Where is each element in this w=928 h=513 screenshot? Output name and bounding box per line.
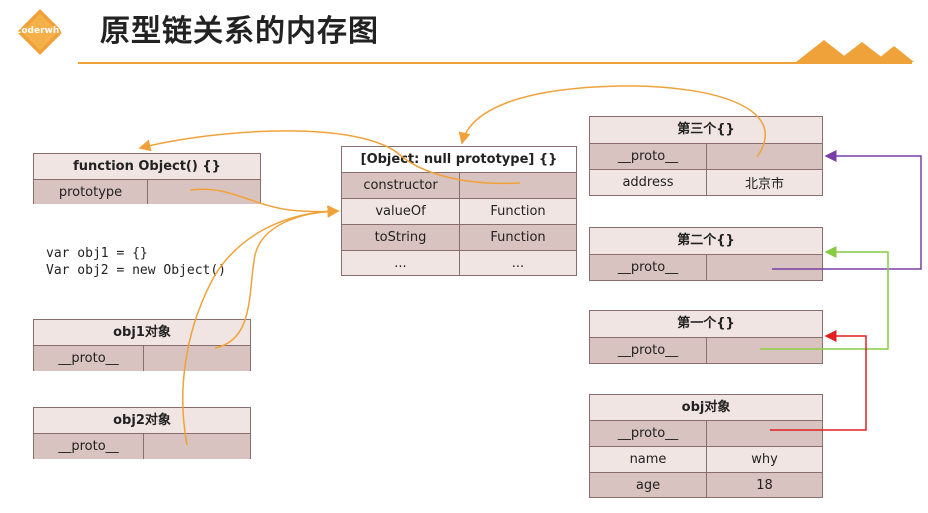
row-value: 18	[756, 477, 773, 493]
mountain-peaks-icon	[796, 40, 914, 62]
row-key: valueOf	[342, 199, 460, 224]
row-key: prototype	[34, 180, 148, 204]
third-object-header: 第三个{}	[590, 117, 822, 144]
valueof-row: valueOf Function	[342, 199, 576, 225]
third-address-row: address 北京市	[590, 170, 822, 195]
first-proto-arrow	[760, 246, 889, 350]
row-value: Function	[490, 204, 546, 219]
row-key: __proto__	[34, 434, 144, 459]
second-object-box: 第二个{} __proto__	[589, 227, 823, 281]
coderwhy-logo: coderwhy	[16, 8, 66, 56]
row-key: ...	[342, 251, 460, 275]
row-key: age	[590, 473, 707, 497]
row-value: why	[751, 452, 778, 467]
obj-box: obj对象 __proto__ name why age 18	[589, 394, 823, 498]
row-key: __proto__	[590, 144, 707, 169]
obj2-box: obj2对象 __proto__	[33, 407, 251, 459]
row-key: constructor	[342, 173, 460, 198]
logo-diamond-icon	[17, 9, 63, 55]
obj1-box: obj1对象 __proto__	[33, 319, 251, 371]
null-prototype-header: [Object: null prototype] {}	[342, 147, 576, 173]
code-snippet: var obj1 = {} Var obj2 = new Object()	[46, 245, 226, 279]
null-prototype-box: [Object: null prototype] {} constructor …	[341, 146, 577, 276]
object-function-box: function Object() {} prototype	[33, 153, 261, 204]
title-underline	[78, 62, 912, 64]
row-value: Function	[490, 230, 546, 245]
row-key: address	[590, 170, 707, 195]
row-key: name	[590, 447, 707, 472]
first-object-box: 第一个{} __proto__	[589, 310, 823, 364]
row-value: ...	[511, 255, 525, 271]
obj-name-row: name why	[590, 447, 822, 473]
row-value: 北京市	[744, 177, 784, 192]
constructor-arrow	[138, 130, 521, 185]
second-object-header: 第二个{}	[590, 228, 822, 255]
page-title: 原型链关系的内存图	[100, 14, 379, 49]
logo-text: coderwhy	[16, 26, 66, 36]
obj-proto-row: __proto__	[590, 421, 822, 447]
code-line: var obj1 = {}	[46, 246, 148, 261]
obj-header: obj对象	[590, 395, 822, 421]
obj1-proto-arrow	[214, 205, 340, 349]
first-object-header: 第一个{}	[590, 311, 822, 338]
obj2-header: obj2对象	[34, 408, 250, 434]
constructor-row: constructor	[342, 173, 576, 199]
second-proto-row: __proto__	[590, 255, 822, 280]
prototype-arrow	[189, 188, 340, 218]
obj-proto-arrow	[770, 330, 867, 431]
row-key: __proto__	[34, 346, 144, 371]
obj2-proto-row: __proto__	[34, 434, 250, 459]
row-key: __proto__	[590, 421, 707, 446]
second-proto-arrow	[772, 150, 922, 270]
third-proto-arrow	[458, 85, 766, 158]
row-key: __proto__	[590, 255, 707, 280]
row-key: toString	[342, 225, 460, 250]
ellipsis-row: ... ...	[342, 251, 576, 275]
code-line: Var obj2 = new Object()	[46, 263, 227, 278]
obj1-header: obj1对象	[34, 320, 250, 346]
first-proto-row: __proto__	[590, 338, 822, 363]
row-key: __proto__	[590, 338, 707, 363]
third-proto-row: __proto__	[590, 144, 822, 170]
obj1-proto-row: __proto__	[34, 346, 250, 371]
object-function-header: function Object() {}	[34, 154, 260, 180]
tostring-row: toString Function	[342, 225, 576, 251]
obj-age-row: age 18	[590, 473, 822, 497]
third-object-box: 第三个{} __proto__ address 北京市	[589, 116, 823, 196]
obj2-proto-arrow	[182, 205, 340, 446]
